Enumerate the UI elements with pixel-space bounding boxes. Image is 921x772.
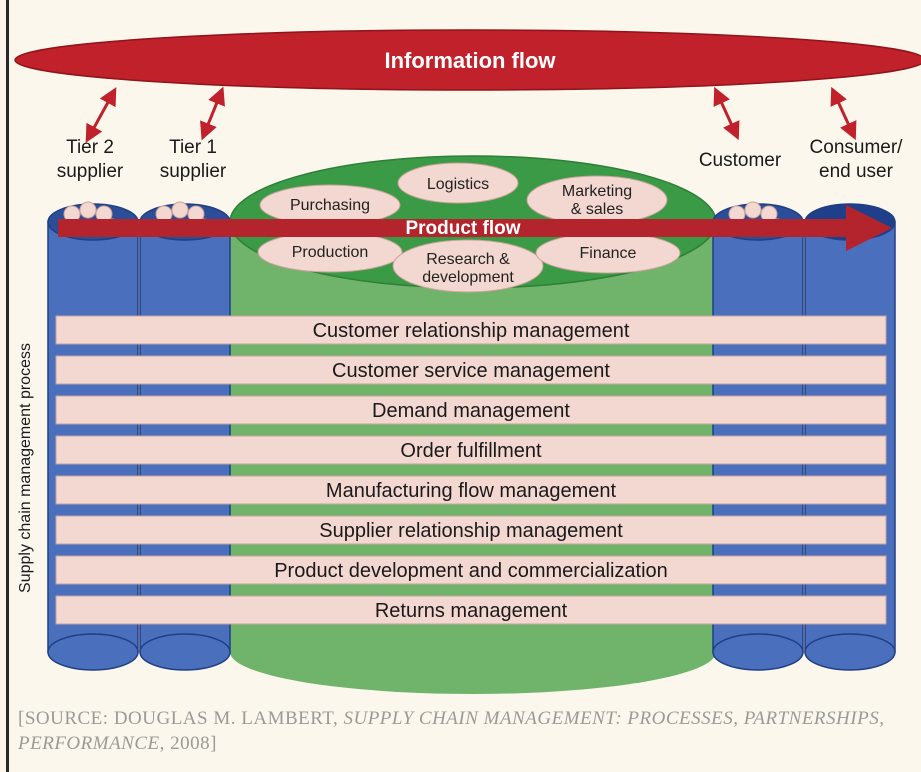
- process-label: Customer relationship management: [313, 320, 630, 342]
- process-band: [55, 515, 887, 545]
- function-labels: Logistics Purchasing Marketing & sales P…: [290, 176, 637, 286]
- arrow-tier2: [85, 87, 117, 143]
- tier2-cylinder-bottom: [47, 633, 139, 671]
- process-band: [55, 395, 887, 425]
- source-suffix: , 2008]: [159, 733, 217, 754]
- customer-circle: [744, 201, 762, 219]
- process-band: [55, 595, 887, 625]
- product-flow-label: Product flow: [405, 218, 520, 239]
- product-flow-arrowhead: [846, 205, 892, 251]
- finance-label: Finance: [580, 245, 637, 262]
- process-label: Demand management: [372, 400, 570, 422]
- product-flow: Product flow: [58, 205, 892, 251]
- process-label: Returns management: [375, 600, 568, 622]
- consumer-label-line1: Consumer/: [810, 137, 904, 158]
- tier1-label-line2: supplier: [160, 161, 227, 182]
- process-label: Customer service management: [332, 360, 610, 382]
- process-bands: Customer relationship managementCustomer…: [55, 315, 887, 625]
- tier2-circle: [79, 201, 97, 219]
- process-band: [55, 475, 887, 505]
- tier1-circle: [171, 201, 189, 219]
- customer-cylinder-bottom: [712, 633, 804, 671]
- green-cylinder-bottom: [230, 610, 716, 694]
- tier2-label-line1: Tier 2: [66, 137, 114, 158]
- arrow-customer: [713, 86, 740, 141]
- marketing-label-line2: & sales: [571, 201, 623, 218]
- process-label: Manufacturing flow management: [326, 480, 617, 502]
- consumer-cylinder-bottom: [804, 633, 896, 671]
- source-prefix: [SOURCE: DOUGLAS M. LAMBERT,: [18, 708, 344, 729]
- left-border-rule: [6, 0, 9, 772]
- process-band: [55, 355, 887, 385]
- process-band: [55, 555, 887, 585]
- production-label: Production: [292, 244, 369, 261]
- process-label: Supplier relationship management: [319, 520, 623, 542]
- process-band: [55, 435, 887, 465]
- source-title: SUPPLY CHAIN MANAGEMENT: PROCESSES, PART…: [18, 708, 885, 754]
- information-flow-label: Information flow: [384, 48, 556, 73]
- customer-label-line1: Customer: [699, 150, 782, 171]
- process-label: Product development and commercializatio…: [274, 560, 668, 582]
- marketing-label-line1: Marketing: [562, 183, 632, 200]
- purchasing-label: Purchasing: [290, 197, 370, 214]
- source-citation: [SOURCE: DOUGLAS M. LAMBERT, SUPPLY CHAI…: [18, 706, 898, 756]
- tier1-label-line1: Tier 1: [169, 137, 217, 158]
- arrow-consumer: [830, 86, 857, 141]
- research-label-line1: Research &: [426, 251, 510, 268]
- process-label: Order fulfillment: [400, 440, 542, 462]
- logistics-oval: [397, 162, 519, 204]
- side-label: Supply chain management process: [17, 343, 34, 593]
- information-flow-ellipse: [14, 29, 921, 91]
- information-flow: Information flow: [14, 29, 921, 91]
- consumer-label-line2: end user: [819, 161, 894, 182]
- participant-labels: Tier 2 supplier Tier 1 supplier Customer…: [57, 137, 903, 182]
- arrow-tier1: [200, 86, 225, 141]
- product-flow-shaft: [58, 219, 848, 237]
- tier2-label-line2: supplier: [57, 161, 124, 182]
- function-ovals: [257, 162, 681, 293]
- tier1-cylinder-bottom: [139, 633, 231, 671]
- research-label-line2: development: [422, 269, 514, 286]
- logistics-label: Logistics: [427, 176, 489, 193]
- process-band: [55, 315, 887, 345]
- info-arrows: [85, 86, 857, 143]
- research-development-oval: [392, 239, 544, 293]
